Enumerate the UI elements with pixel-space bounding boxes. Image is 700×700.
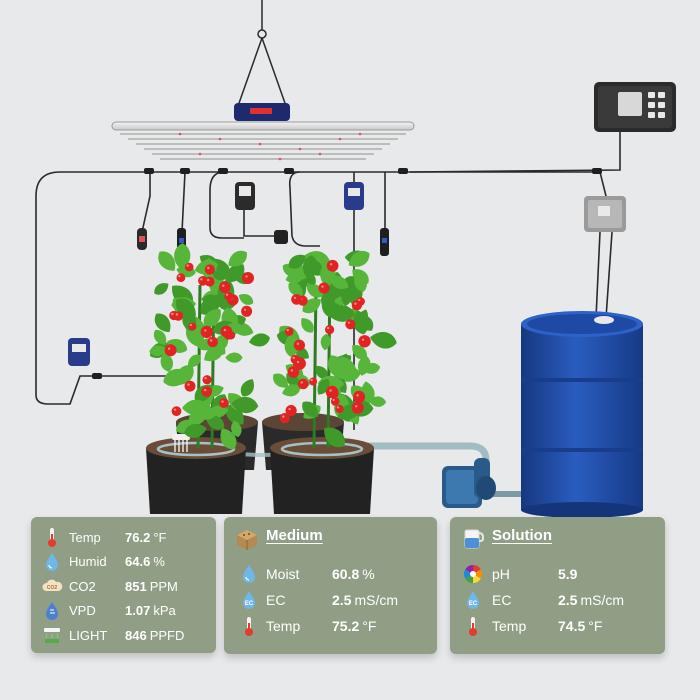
- reading-number: 1.07: [125, 603, 151, 618]
- reading-label: EC: [266, 592, 286, 608]
- reading-label: LIGHT: [69, 627, 108, 643]
- reading-label: Temp: [492, 618, 527, 634]
- reading-unit: %: [153, 554, 165, 569]
- reading-unit: mS/cm: [354, 592, 399, 608]
- co2-cloud-icon: CO2: [42, 579, 63, 591]
- reading-value: 64.6%: [125, 554, 165, 569]
- nutrient-barrel: [521, 311, 643, 518]
- reading-number: 75.2: [332, 618, 360, 634]
- soil-box-icon: [237, 530, 257, 550]
- reading-number: 846: [125, 627, 147, 643]
- reading-value: 75.2°F: [332, 618, 376, 634]
- grow-lamp: [111, 103, 415, 161]
- reading-unit: mS/cm: [580, 592, 625, 608]
- main-controller: [594, 82, 676, 132]
- humidity-drop-icon: [46, 552, 58, 571]
- grow-light-icon: [44, 628, 60, 643]
- tomato-plants: [146, 243, 399, 453]
- reading-row-temp: Temp 76.2°F: [31, 525, 216, 549]
- reading-number: 74.5: [558, 618, 586, 634]
- thermometer-icon: [469, 617, 477, 636]
- water-pump: [360, 442, 521, 508]
- moisture-drop-icon: [243, 565, 255, 583]
- reading-row-moist: Moist 60.8%: [224, 562, 437, 586]
- lamp-hanger: [237, 0, 287, 107]
- solution-controller: [584, 196, 626, 232]
- thermometer-icon: [245, 617, 253, 636]
- vpd-drop-icon: [46, 601, 58, 620]
- reading-unit: °F: [362, 618, 377, 634]
- medium-panel-title: Medium: [266, 527, 323, 544]
- cable-connectors: [92, 168, 602, 379]
- reading-label: EC: [492, 592, 512, 608]
- svg-text:EC: EC: [245, 601, 254, 607]
- reading-label: CO2: [69, 578, 96, 594]
- reading-row-temp: Temp 75.2°F: [224, 614, 437, 638]
- reading-number: 76.2: [125, 529, 151, 545]
- reading-number: 851: [125, 578, 147, 594]
- reading-number: 2.5: [332, 592, 352, 608]
- svg-text:EC: EC: [469, 601, 478, 607]
- reading-value: 76.2°F: [125, 530, 166, 545]
- reading-row-temp: Temp 74.5°F: [450, 614, 665, 638]
- reading-number: 60.8: [332, 566, 360, 582]
- reading-label: Moist: [266, 566, 300, 582]
- reading-unit: °F: [588, 618, 603, 634]
- reading-row-ph: pH 5.9: [450, 562, 665, 586]
- reading-label: pH: [492, 566, 510, 582]
- reading-unit: %: [362, 566, 375, 582]
- ec-drop-icon: EC: [243, 591, 255, 609]
- reading-value: 60.8%: [332, 566, 375, 582]
- reading-value: 74.5°F: [558, 618, 602, 634]
- reading-label: VPD: [69, 603, 96, 618]
- reading-number: 64.6: [125, 554, 151, 569]
- svg-text:CO2: CO2: [47, 585, 58, 591]
- reading-unit: °F: [153, 529, 167, 545]
- reading-unit: PPFD: [149, 627, 185, 643]
- reading-label: Temp: [69, 529, 101, 545]
- beaker-icon: [464, 529, 484, 549]
- reading-label: Temp: [266, 618, 301, 634]
- reading-unit: kPa: [153, 603, 176, 618]
- reading-row-humid: Humid 64.6%: [31, 550, 216, 574]
- hanging-sensors: [68, 182, 389, 366]
- ph-wheel-icon: [463, 565, 483, 583]
- thermometer-icon: [48, 528, 56, 547]
- reading-unit: PPM: [149, 578, 178, 594]
- reading-value: 5.9: [558, 566, 580, 582]
- reading-number: 2.5: [558, 592, 578, 608]
- ec-drop-icon: EC: [467, 591, 479, 609]
- reading-number: 5.9: [558, 566, 578, 582]
- solution-panel-title: Solution: [492, 527, 552, 544]
- reading-label: Humid: [69, 554, 107, 569]
